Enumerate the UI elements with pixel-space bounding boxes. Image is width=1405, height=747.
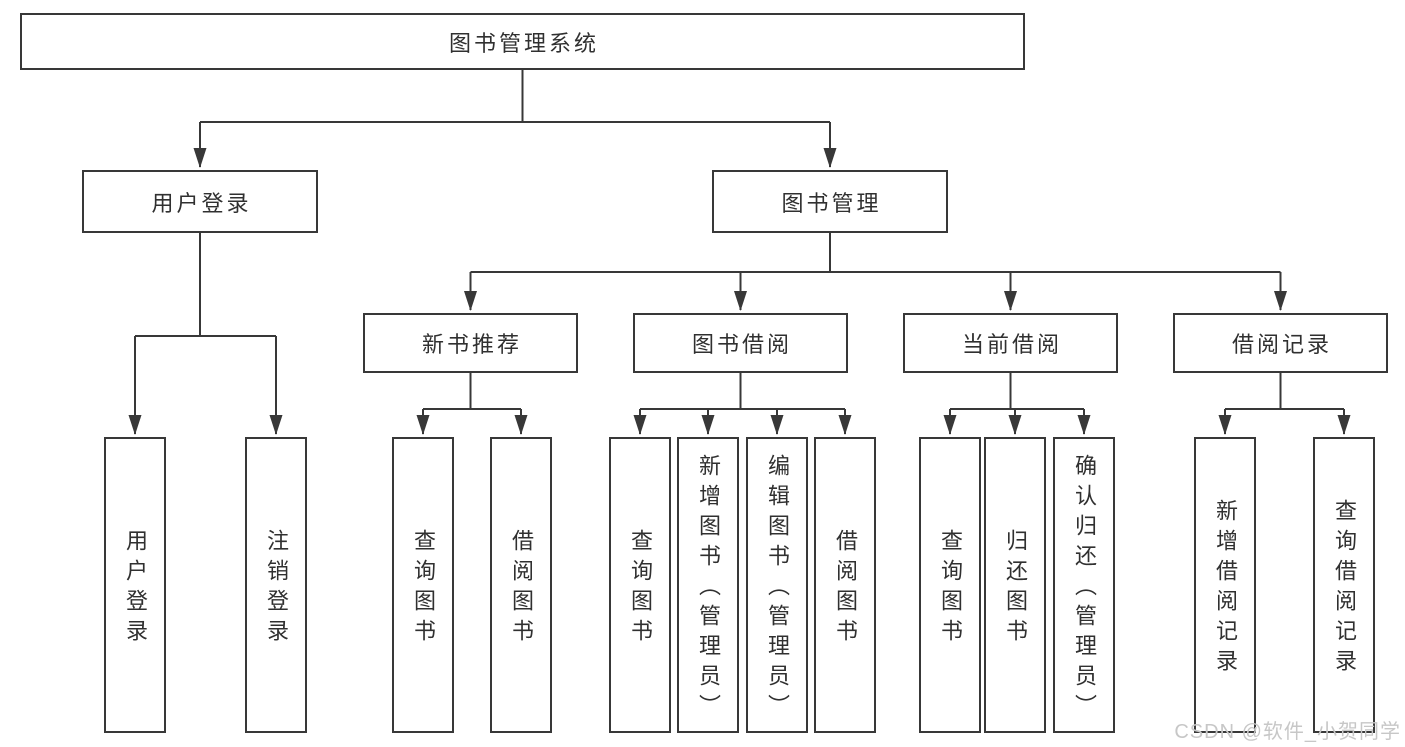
leaf-label: 确认归还（管理员） [1072, 454, 1097, 724]
leaf-label: 新增图书（管理员） [696, 454, 721, 724]
node-borrowing-records: 借阅记录 [1173, 313, 1388, 373]
node-leaf-user-login: 用户登录 [104, 437, 166, 733]
node-book-borrowing-label: 图书借阅 [691, 332, 792, 357]
watermark: CSDN @软件_小贺同学 [1174, 721, 1401, 743]
leaf-label: 查询图书 [628, 529, 653, 649]
node-current-borrowing-label: 当前借阅 [961, 332, 1062, 357]
node-current-borrowing: 当前借阅 [903, 313, 1118, 373]
leaf-label: 编辑图书（管理员） [765, 454, 790, 724]
node-root: 图书管理系统 [20, 13, 1025, 70]
leaf-label: 查询借阅记录 [1332, 499, 1357, 679]
node-leaf-add-borrow-record: 新增借阅记录 [1194, 437, 1256, 733]
node-leaf-return-book: 归还图书 [984, 437, 1046, 733]
leaf-label: 借阅图书 [509, 529, 534, 649]
node-leaf-query-books-recommend: 查询图书 [392, 437, 454, 733]
node-new-book-recommend: 新书推荐 [363, 313, 578, 373]
node-user-login: 用户登录 [82, 170, 318, 233]
node-book-management-label: 图书管理 [781, 190, 882, 216]
node-borrowing-records-label: 借阅记录 [1231, 332, 1332, 357]
node-leaf-query-books-current: 查询图书 [919, 437, 981, 733]
node-root-label: 图书管理系统 [448, 30, 599, 56]
leaf-label: 归还图书 [1003, 529, 1028, 649]
leaf-label: 新增借阅记录 [1213, 499, 1238, 679]
leaf-label: 借阅图书 [833, 529, 858, 649]
leaf-label: 用户登录 [123, 529, 148, 649]
node-leaf-add-book-admin: 新增图书（管理员） [677, 437, 739, 733]
node-leaf-confirm-return-admin: 确认归还（管理员） [1053, 437, 1115, 733]
node-leaf-query-borrow-record: 查询借阅记录 [1313, 437, 1375, 733]
node-book-management: 图书管理 [712, 170, 948, 233]
node-leaf-borrow-books-recommend: 借阅图书 [490, 437, 552, 733]
node-leaf-borrow-books: 借阅图书 [814, 437, 876, 733]
leaf-label: 查询图书 [938, 529, 963, 649]
leaf-label: 查询图书 [411, 529, 436, 649]
node-leaf-query-books-borrowing: 查询图书 [609, 437, 671, 733]
node-book-borrowing: 图书借阅 [633, 313, 848, 373]
node-new-book-recommend-label: 新书推荐 [421, 332, 522, 357]
leaf-label: 注销登录 [264, 529, 289, 649]
node-leaf-logout: 注销登录 [245, 437, 307, 733]
node-leaf-edit-book-admin: 编辑图书（管理员） [746, 437, 808, 733]
node-user-login-label: 用户登录 [151, 190, 252, 216]
